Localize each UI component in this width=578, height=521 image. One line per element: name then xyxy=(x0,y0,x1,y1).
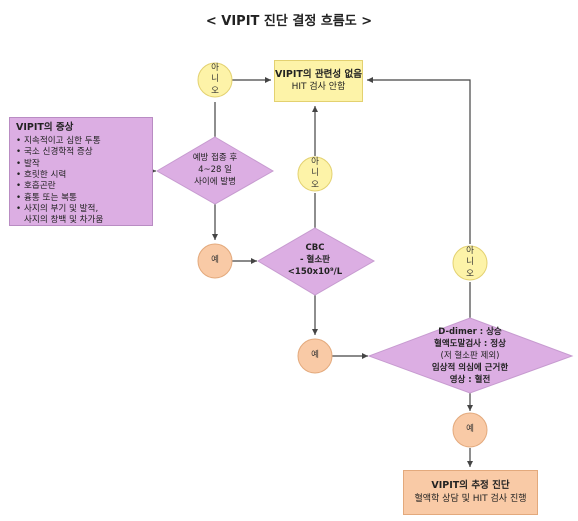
no-label-char: 니 xyxy=(311,168,319,179)
page-title: < VIPIT 진단 결정 흐름도 > xyxy=(205,14,373,29)
no-label-char: 니 xyxy=(211,74,219,85)
decision1-diamond xyxy=(156,136,274,205)
arrow-no3-to-result1 xyxy=(367,77,471,244)
no-circle-1 xyxy=(197,62,233,98)
decision3-line: (저 혈소판 제외) xyxy=(440,351,500,362)
decision3-line: D-dimer : 상승 xyxy=(438,327,502,338)
yes-circle-2 xyxy=(297,338,333,374)
decision1-line: 사이에 발병 xyxy=(194,176,236,187)
decision3-line: 혈액도말검사 : 정상 xyxy=(434,339,506,350)
no-label-char: 아 xyxy=(466,245,474,256)
no-label-char: 아 xyxy=(311,156,319,167)
result-vipit-heading: VIPIT의 추정 진단 xyxy=(431,480,510,492)
yes-circle-3 xyxy=(452,412,488,448)
result-vipit-sub: 혈액학 상담 및 HIT 검사 진행 xyxy=(414,493,527,504)
connectors xyxy=(150,77,473,467)
decision3-line: 임상적 의심에 근거한 xyxy=(431,362,509,373)
result-vipit-box: VIPIT의 추정 진단 혈액학 상담 및 HIT 검사 진행 xyxy=(403,470,538,515)
result-no-vipit-box: VIPIT의 관련성 없음 HIT 검사 안함 xyxy=(274,60,363,102)
no-label-char: 오 xyxy=(211,85,219,96)
decision2-line: - 혈소판 xyxy=(300,255,330,266)
no-label-char: 아 xyxy=(211,62,219,73)
decision2-line: <150x10⁹/L xyxy=(287,266,343,277)
decision1-text: 예방 접종 후 4~28 일 사이에 발병 xyxy=(167,150,263,192)
yes-label-text: 예 xyxy=(211,255,219,266)
symptoms-heading: VIPIT의 증상 xyxy=(16,122,74,133)
no-circle-3 xyxy=(452,245,488,281)
result-no-vipit-sub: HIT 검사 안함 xyxy=(291,82,346,93)
symptom-item: 흉통 또는 복통 xyxy=(16,193,146,205)
symptom-item: 흐릿한 시력 xyxy=(16,170,146,182)
yes-circle-1 xyxy=(197,243,233,279)
symptom-item: 지속적이고 심한 두통 xyxy=(16,136,146,148)
yes-label-1: 예 xyxy=(198,244,232,278)
decision3-diamond xyxy=(367,317,574,394)
decision3-line: 영상 : 혈전 xyxy=(449,374,491,385)
yes-label-2: 예 xyxy=(298,339,332,373)
decision2-line: CBC xyxy=(305,243,325,254)
no-label-char: 오 xyxy=(466,268,474,279)
symptoms-list: 지속적이고 심한 두통 국소 신경학적 증상 발작 흐릿한 시력 호흡곤란 흉통… xyxy=(16,136,146,227)
result-no-vipit-heading: VIPIT의 관련성 없음 xyxy=(275,68,362,80)
no-circle-2 xyxy=(297,156,333,192)
decision3-text: D-dimer : 상승 혈액도말검사 : 정상 (저 혈소판 제외) 임상적 … xyxy=(400,326,540,388)
symptom-item: 발작 xyxy=(16,159,146,171)
yes-label-text: 예 xyxy=(311,350,319,361)
no-label-char: 니 xyxy=(466,257,474,268)
symptoms-box: VIPIT의 증상 지속적이고 심한 두통 국소 신경학적 증상 발작 흐릿한 … xyxy=(9,117,153,226)
decision1-line: 4~28 일 xyxy=(198,165,232,176)
yes-label-text: 예 xyxy=(466,424,474,435)
yes-label-3: 예 xyxy=(453,413,487,447)
decision1-line: 예방 접종 후 xyxy=(192,153,238,164)
symptom-item: 호흡곤란 xyxy=(16,181,146,193)
symptom-item: 국소 신경학적 증상 xyxy=(16,147,146,159)
decision2-diamond xyxy=(257,227,376,296)
no-label-char: 오 xyxy=(311,179,319,190)
decision2-text: CBC - 혈소판 <150x10⁹/L xyxy=(267,240,363,282)
symptom-item: 사지의 부기 및 발적, 사지의 창백 및 차가움 xyxy=(16,204,146,227)
